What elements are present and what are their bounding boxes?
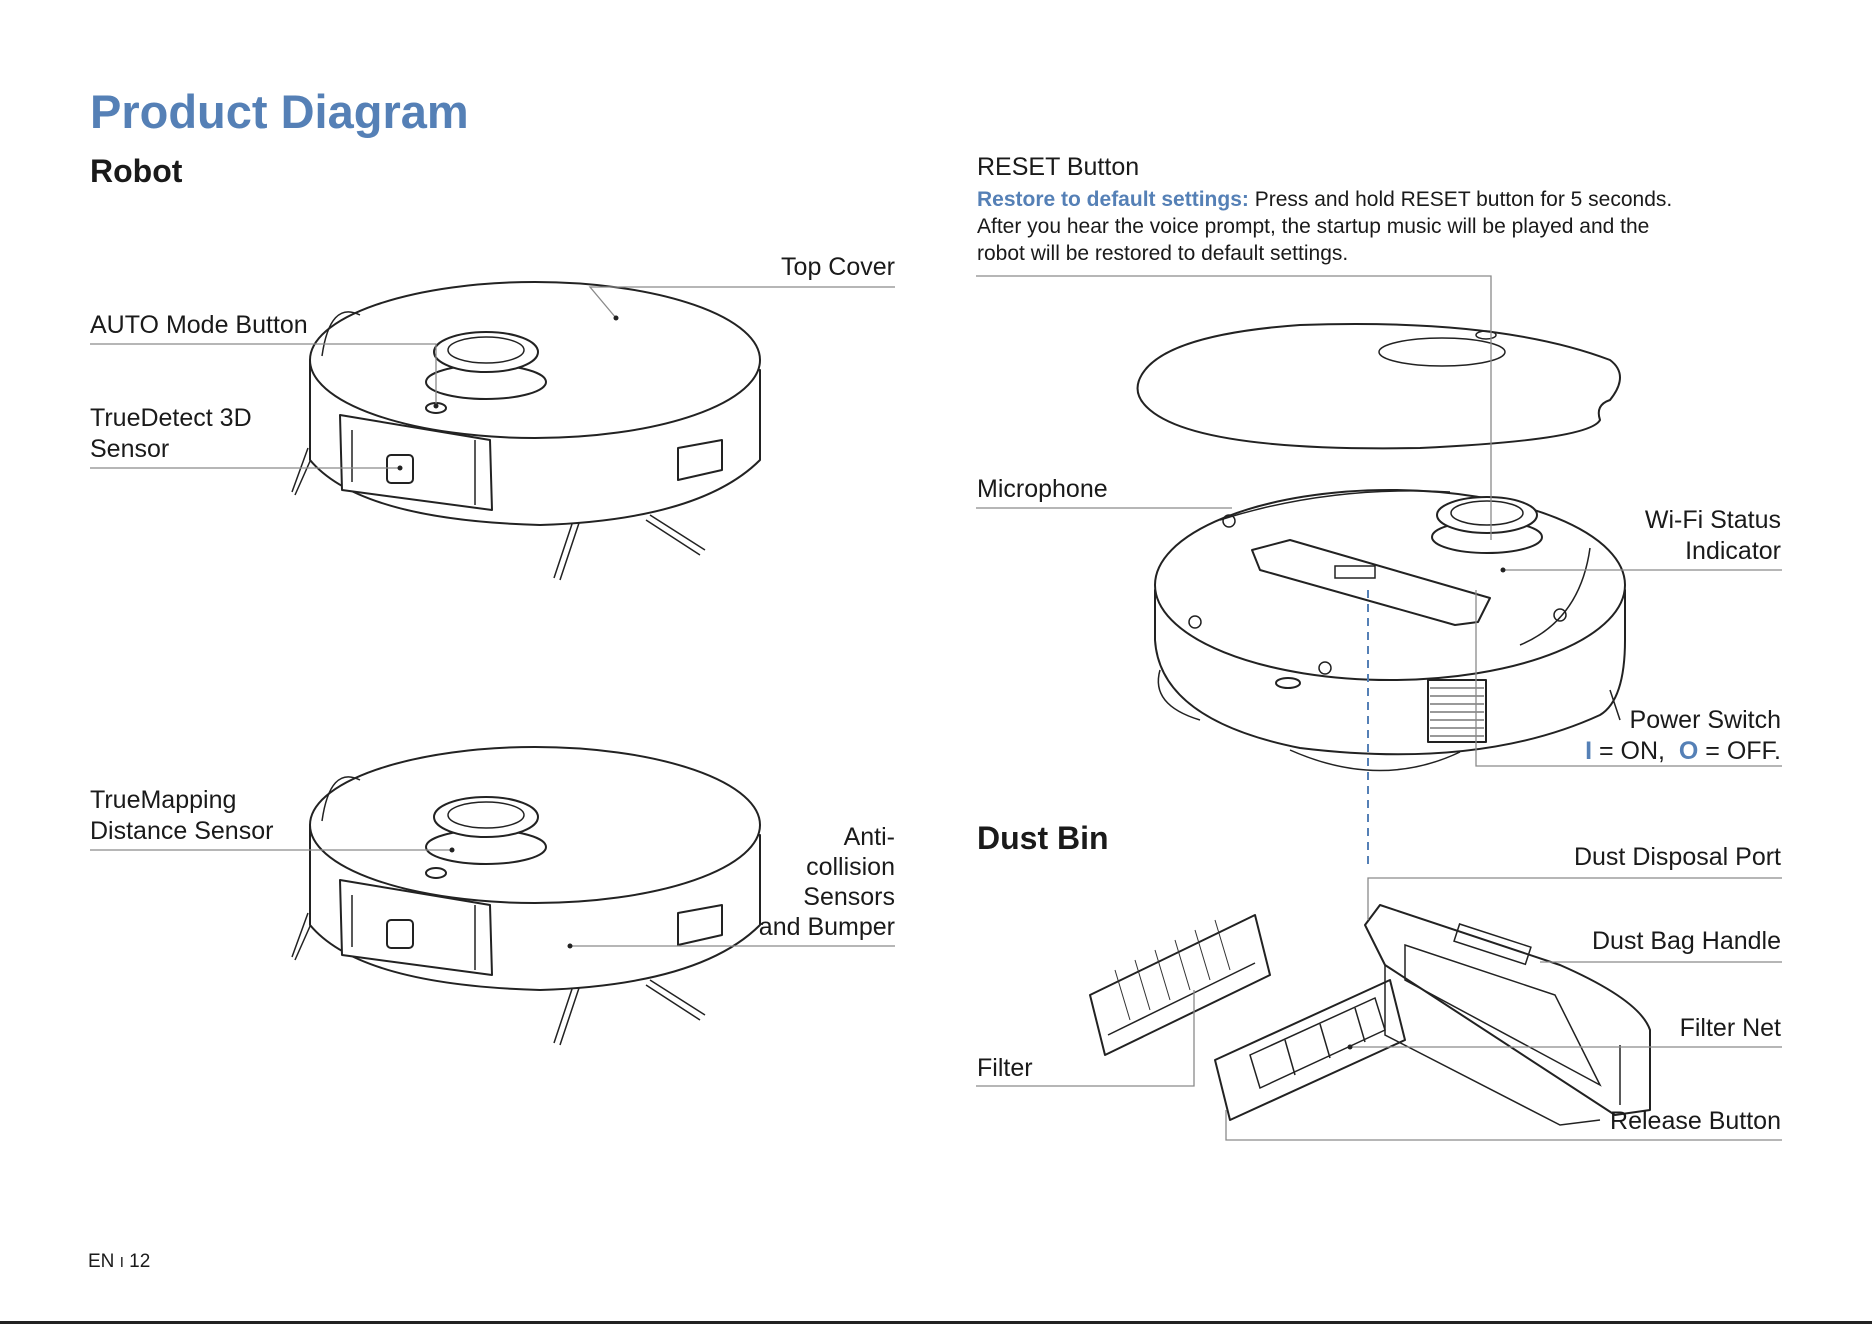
reset-info-lead: Restore to default settings: <box>977 188 1249 211</box>
label-truemapping-line2: Distance Sensor <box>90 817 274 845</box>
power-off-text: = OFF. <box>1698 737 1781 765</box>
power-on-text: = ON, <box>1592 737 1665 765</box>
label-auto-mode-button: AUTO Mode Button <box>90 311 308 339</box>
reset-info-line1-rest: Press and hold RESET button for 5 second… <box>1248 188 1673 211</box>
label-truedetect-line2: Sensor <box>90 435 170 463</box>
label-anticollision-line4: and Bumper <box>758 913 895 941</box>
robot-front-view-illustration <box>291 746 761 1046</box>
label-microphone: Microphone <box>977 475 1108 503</box>
power-on-symbol: I <box>1585 737 1593 765</box>
label-reset-button: RESET Button <box>977 153 1140 181</box>
reset-info-line3: robot will be restored to default settin… <box>977 242 1349 265</box>
label-wifi-line2: Indicator <box>1685 537 1781 565</box>
label-anticollision-line3: Sensors <box>803 883 895 911</box>
label-release-button: Release Button <box>1610 1107 1781 1135</box>
section-heading-robot: Robot <box>90 153 183 189</box>
label-dust-bag-handle: Dust Bag Handle <box>1591 927 1781 955</box>
label-wifi-line1: Wi-Fi Status <box>1644 506 1781 534</box>
label-power-switch: Power Switch <box>1629 706 1781 734</box>
footer-separator: I <box>119 1254 124 1271</box>
power-states: I = ON, O = OFF. <box>1585 736 1781 767</box>
reset-info-line1: Restore to default settings: Press and h… <box>977 186 1672 213</box>
leader-lines <box>90 275 1782 1141</box>
power-off-symbol: O <box>1678 737 1699 765</box>
label-dust-disposal-port: Dust Disposal Port <box>1573 843 1781 871</box>
dust-bin-illustration <box>1089 904 1651 1126</box>
label-anticollision-line2: collision <box>806 853 895 881</box>
label-filter-net: Filter Net <box>1679 1014 1781 1042</box>
footer-page-number: 12 <box>129 1251 151 1272</box>
bottom-rule <box>0 1321 1872 1324</box>
page-footer: EN I 12 <box>88 1251 150 1273</box>
robot-top-view-illustration <box>291 281 761 581</box>
page-title: Product Diagram <box>90 85 469 138</box>
label-filter: Filter <box>977 1054 1033 1082</box>
label-anticollision-line1: Anti- <box>843 823 895 851</box>
label-truedetect-line1: TrueDetect 3D <box>90 404 252 432</box>
label-truemapping-line1: TrueMapping <box>90 786 237 814</box>
label-top-cover: Top Cover <box>781 253 895 281</box>
section-heading-dust-bin: Dust Bin <box>977 820 1109 856</box>
footer-lang: EN <box>88 1251 115 1272</box>
reset-info-line2: After you hear the voice prompt, the sta… <box>977 215 1650 238</box>
robot-exploded-illustration <box>1136 323 1626 772</box>
